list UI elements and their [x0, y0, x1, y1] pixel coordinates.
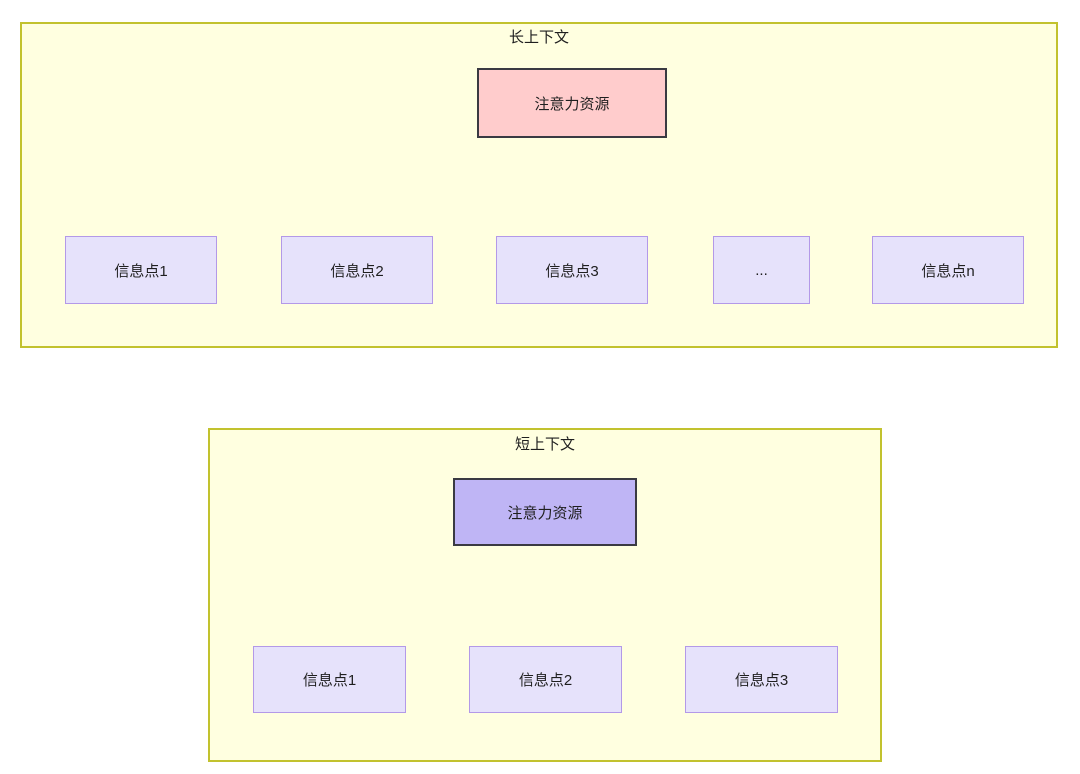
- node-info-long-2[interactable]: 信息点2: [281, 236, 433, 304]
- node-info-long-n[interactable]: 信息点n: [872, 236, 1024, 304]
- node-info-short-1[interactable]: 信息点1: [253, 646, 406, 713]
- node-info-long-1[interactable]: 信息点1: [65, 236, 217, 304]
- node-info-short-3[interactable]: 信息点3: [685, 646, 838, 713]
- node-attention-short[interactable]: 注意力资源: [453, 478, 637, 546]
- node-info-long-ellipsis[interactable]: ...: [713, 236, 810, 304]
- node-info-long-3[interactable]: 信息点3: [496, 236, 648, 304]
- node-info-short-2[interactable]: 信息点2: [469, 646, 622, 713]
- group-long-context-title: 长上下文: [508, 29, 569, 46]
- group-short-context-title: 短上下文: [514, 436, 575, 453]
- node-attention-long[interactable]: 注意力资源: [477, 68, 667, 138]
